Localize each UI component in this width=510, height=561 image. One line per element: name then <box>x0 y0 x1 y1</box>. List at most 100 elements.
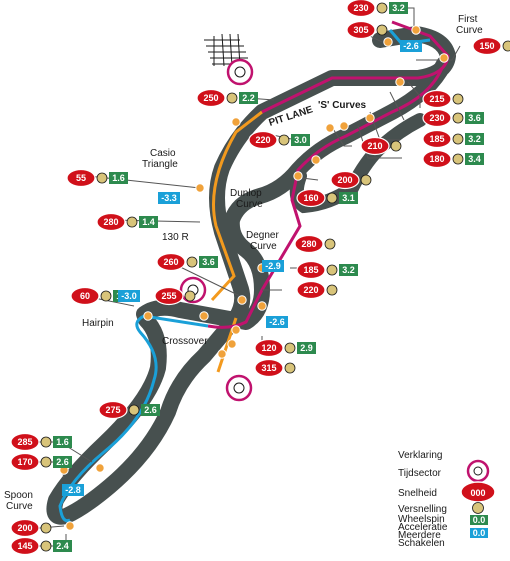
gear-icon <box>186 256 198 268</box>
gear-icon <box>452 153 464 165</box>
legend-accel-line-3: Meerdere <box>398 530 441 541</box>
speed-bubble <box>360 136 390 156</box>
gear-box <box>291 134 310 146</box>
gear-icon <box>96 172 108 184</box>
speed-value: 200 <box>17 523 32 533</box>
corner-readout: 200 <box>10 518 52 538</box>
speed-value: 275 <box>105 405 120 415</box>
gear-value: 3.0 <box>294 135 307 145</box>
corner-readout: 315 <box>254 358 296 378</box>
spoon-curve-label-1: Spoon <box>4 490 33 501</box>
gear-box <box>239 92 258 104</box>
speed-bubble <box>70 286 100 306</box>
legend-gear-sample: 0.0 <box>473 515 486 525</box>
brake-marker <box>395 77 405 87</box>
casio-triangle-label-2: Triangle <box>142 159 178 170</box>
legend: Verklaring Tijdsector Snelheid 000 Versn… <box>398 450 496 549</box>
first-curve-label-2: Curve <box>456 25 483 36</box>
legend-delta-sample: 0.0 <box>473 528 486 538</box>
brake-marker <box>227 339 237 349</box>
gear-icon <box>100 290 112 302</box>
gear-box <box>53 436 72 448</box>
130r-label: 130 R <box>162 232 189 243</box>
speed-value: 145 <box>17 541 32 551</box>
speed-bubble <box>10 518 40 538</box>
crossover-label: Crossover <box>162 336 208 347</box>
corner-readout: 255 <box>154 286 196 306</box>
legend-accel-line-1: Wheelspin <box>398 514 445 525</box>
speed-value: 200 <box>337 175 352 185</box>
gear-box <box>297 342 316 354</box>
racing-line-blue <box>58 314 209 523</box>
speed-value: 285 <box>17 437 32 447</box>
speed-bubble <box>296 188 326 208</box>
brake-marker <box>143 311 153 321</box>
speed-value: 305 <box>353 25 368 35</box>
gear-box <box>389 2 408 14</box>
brake-marker <box>199 311 209 321</box>
gear-box <box>139 216 158 228</box>
gear-value: 1.4 <box>142 217 155 227</box>
delta-value: -2.9 <box>265 261 281 271</box>
speed-bubble <box>156 252 186 272</box>
speed-bubble <box>10 452 40 472</box>
gear-icon <box>502 40 510 52</box>
gear-box <box>53 540 72 552</box>
speed-value: 280 <box>103 217 118 227</box>
gear-icon <box>326 284 338 296</box>
brake-marker <box>411 25 421 35</box>
delta-box <box>262 260 284 272</box>
speed-bubble <box>296 260 326 280</box>
legend-accel-line-4: Schakelen <box>398 538 445 549</box>
corner-readout: 280 1.4 <box>96 212 158 232</box>
speed-bubble <box>10 432 40 452</box>
corner-readout: 220 <box>296 280 338 300</box>
speed-value: 160 <box>303 193 318 203</box>
brake-marker <box>65 521 75 531</box>
dunlop-curve-label-2: Curve <box>236 199 263 210</box>
delta-readouts: -2.6-3.3-2.9-3.0-2.6-2.8 <box>62 40 422 496</box>
gear-icon <box>126 216 138 228</box>
speed-value: 280 <box>301 239 316 249</box>
time-sector-icon <box>226 58 254 86</box>
gear-icon <box>390 140 402 152</box>
gear-icon <box>40 436 52 448</box>
speed-bubble <box>472 36 502 56</box>
brake-marker <box>311 155 321 165</box>
gear-value: 3.2 <box>468 134 481 144</box>
delta-value: -2.6 <box>403 41 419 51</box>
speed-bubble <box>154 286 184 306</box>
delta-value: -3.0 <box>121 291 137 301</box>
speed-bubble <box>422 149 452 169</box>
legend-accel-label: Versnelling <box>398 504 447 515</box>
brake-marker <box>365 113 375 123</box>
speed-bubble <box>10 536 40 556</box>
gear-icon <box>360 174 372 186</box>
gear-box <box>141 404 160 416</box>
gear-icon <box>452 112 464 124</box>
speed-bubble <box>422 89 452 109</box>
gear-box <box>199 256 218 268</box>
speed-value: 170 <box>17 457 32 467</box>
gear-value: 2.2 <box>242 93 255 103</box>
legend-accel-line-2: Acceleratie <box>398 522 448 533</box>
speed-bubble <box>254 358 284 378</box>
corner-readout: 210 <box>360 136 402 156</box>
gear-value: 3.6 <box>468 113 481 123</box>
casio-triangle-label-1: Casio <box>150 148 176 159</box>
speed-value: 315 <box>261 363 276 373</box>
brake-marker <box>439 53 449 63</box>
delta-box <box>266 316 288 328</box>
legend-speed-label: Snelheid <box>398 488 437 499</box>
speed-bubble <box>196 88 226 108</box>
speed-value: 60 <box>80 291 90 301</box>
